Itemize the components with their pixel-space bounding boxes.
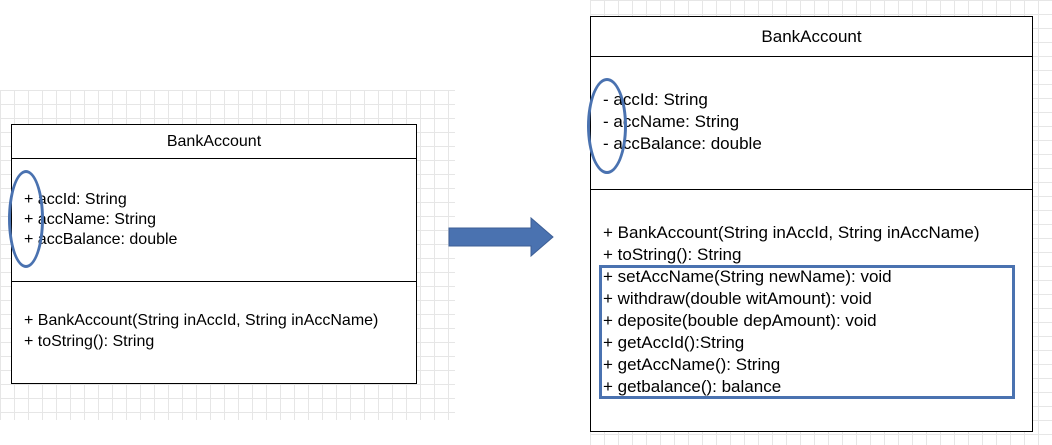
- right-class-name: BankAccount: [591, 17, 1032, 57]
- left-attribute: + accBalance: double: [24, 231, 178, 248]
- right-attributes-section: - accId: String - accName: String - accB…: [591, 57, 1032, 190]
- right-method: + getAccName(): String: [603, 355, 781, 374]
- left-attribute: + accId: String: [24, 191, 127, 208]
- right-method: + getbalance(): balance: [603, 377, 782, 396]
- right-attribute: - accBalance: double: [603, 134, 762, 153]
- right-arrow: [448, 216, 554, 258]
- left-attribute: + accName: String: [24, 211, 157, 228]
- left-visibility-ellipse: [8, 170, 44, 268]
- right-method: + toString(): String: [603, 245, 742, 264]
- left-method: + toString(): String: [24, 333, 155, 350]
- right-visibility-ellipse: [587, 78, 627, 174]
- left-method: + BankAccount(String inAccId, String inA…: [24, 312, 379, 329]
- left-attributes-section: + accId: String + accName: String + accB…: [12, 159, 416, 282]
- right-method: + setAccName(String newName): void: [603, 267, 892, 286]
- left-methods-section: + BankAccount(String inAccId, String inA…: [12, 282, 416, 355]
- right-method: + deposite(bouble depAmount): void: [603, 311, 877, 330]
- right-method: + BankAccount(String inAccId, String inA…: [603, 223, 980, 242]
- right-attribute: - accName: String: [603, 112, 740, 131]
- right-arrow-shape: [448, 216, 554, 258]
- right-method: + withdraw(double witAmount): void: [603, 289, 872, 308]
- right-method: + getAccId():String: [603, 333, 745, 352]
- new-methods-highlight: [599, 265, 1015, 399]
- right-class-box[interactable]: BankAccount - accId: String - accName: S…: [590, 16, 1033, 432]
- left-class-name: BankAccount: [12, 125, 416, 159]
- right-methods-section: + BankAccount(String inAccId, String inA…: [591, 190, 1032, 400]
- left-class-box[interactable]: BankAccount + accId: String + accName: S…: [11, 124, 417, 384]
- right-attribute: - accId: String: [603, 90, 708, 109]
